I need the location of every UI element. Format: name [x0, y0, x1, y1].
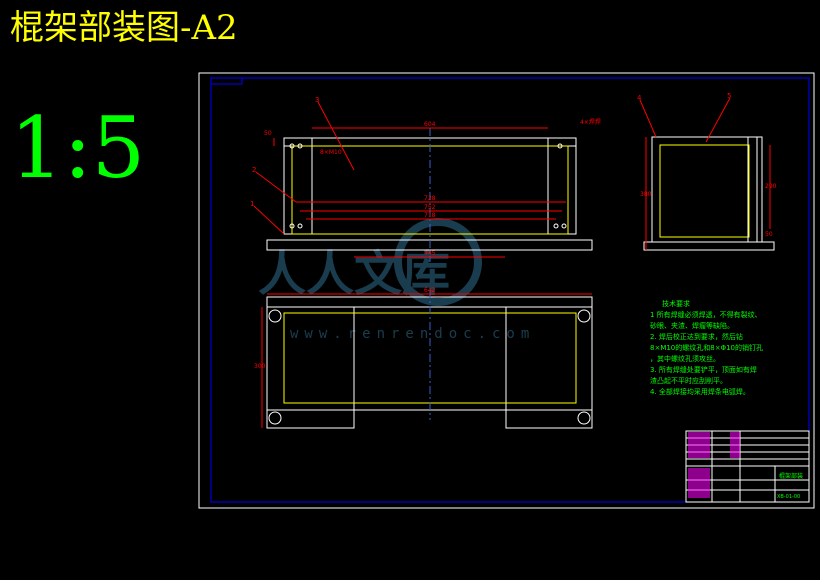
- hole-icon: [289, 223, 295, 229]
- note-line: 1 所有焊缝必须焊透，不得有裂纹、: [650, 310, 762, 319]
- hole-callout: 8×M10: [320, 149, 342, 156]
- side-view: 380 290 50 4 5: [637, 92, 777, 251]
- balloon-4: 4: [637, 94, 642, 102]
- side-frame: [651, 136, 758, 243]
- inner-frame: [210, 77, 810, 503]
- outer-frame: [198, 72, 815, 509]
- drawing-scale: 1:5: [10, 99, 146, 197]
- note-line: 4. 全部焊接均采用焊条电弧焊。: [650, 387, 750, 396]
- title-block: 棍架部装 XB-01-00: [685, 430, 810, 503]
- note-line: 渣凸起不平时应刮削平。: [650, 376, 727, 385]
- note-line: 砂眼、夹渣、焊瘤等缺陷。: [650, 321, 734, 330]
- dim-bottom-span: 445: [424, 250, 436, 257]
- hole-icon: [297, 223, 303, 229]
- hole-icon: [297, 143, 303, 149]
- front-view: 604 728 752 718 445 50 8×M10 4×焊焊 3 2 1: [250, 96, 601, 262]
- mounting-hole-icon: [577, 309, 591, 323]
- technical-notes: 技术要求 1 所有焊缝必须焊透，不得有裂纹、 砂眼、夹渣、焊瘤等缺陷。 2. 焊…: [650, 299, 763, 396]
- watermark-logo-text: 人人文库: [258, 246, 450, 302]
- dim-top-length: 604: [424, 121, 436, 128]
- side-inner: [659, 144, 750, 238]
- leader-line: [317, 101, 355, 171]
- note-line: 2. 焊后校正达到要求，然后钻: [650, 332, 743, 341]
- mounting-hole-icon: [577, 411, 591, 425]
- side-dim-left: 380: [640, 191, 652, 198]
- balloon-3: 3: [315, 96, 319, 104]
- balloon-1: 1: [250, 200, 254, 208]
- corner-mark: [211, 78, 243, 85]
- plan-dim-length: 642: [424, 287, 436, 294]
- watermark: 人人文库 www.renrendoc.com: [258, 218, 535, 342]
- note-line: 3. 所有焊缝处要铲平，顶面如有焊: [650, 365, 757, 374]
- leader-line: [253, 205, 285, 235]
- side-dim-foot: 50: [765, 231, 773, 238]
- plan-left-foot: [266, 306, 355, 429]
- weld-callout: 4×焊焊: [580, 118, 601, 126]
- title-block-code: XB-01-00: [777, 494, 800, 500]
- dim-left-height: 50: [264, 130, 272, 137]
- balloon-2: 2: [252, 166, 256, 174]
- balloon-5: 5: [727, 92, 731, 100]
- hole-icon: [561, 223, 567, 229]
- mounting-hole-icon: [268, 411, 282, 425]
- dim-d3: 718: [424, 212, 436, 219]
- plan-dim-height: 300: [254, 363, 266, 370]
- dim-d2: 752: [424, 204, 436, 211]
- watermark-url: www.renrendoc.com: [290, 326, 535, 342]
- dim-d1: 728: [424, 195, 436, 202]
- front-left-leg: [283, 137, 313, 235]
- side-base: [643, 241, 775, 251]
- title-block-name: 棍架部装: [779, 472, 803, 480]
- notes-heading: 技术要求: [662, 299, 690, 308]
- side-dim-right: 290: [765, 183, 777, 190]
- side-post: [747, 136, 763, 243]
- leader-line: [639, 99, 657, 138]
- mounting-hole-icon: [268, 309, 282, 323]
- drawing-title: 棍架部装图-A2: [10, 8, 238, 48]
- leader-line: [705, 97, 731, 143]
- plan-right-foot: [505, 306, 593, 429]
- note-line: ，其中螺纹孔须攻丝。: [650, 354, 720, 363]
- plan-view: 642 300: [254, 287, 593, 429]
- front-right-leg: [547, 137, 577, 235]
- leader-line: [255, 171, 297, 203]
- note-line: 8×M10的螺纹孔和8×Φ10的销钉孔: [650, 343, 763, 352]
- hole-icon: [553, 223, 559, 229]
- hole-icon: [289, 143, 295, 149]
- hole-icon: [557, 143, 563, 149]
